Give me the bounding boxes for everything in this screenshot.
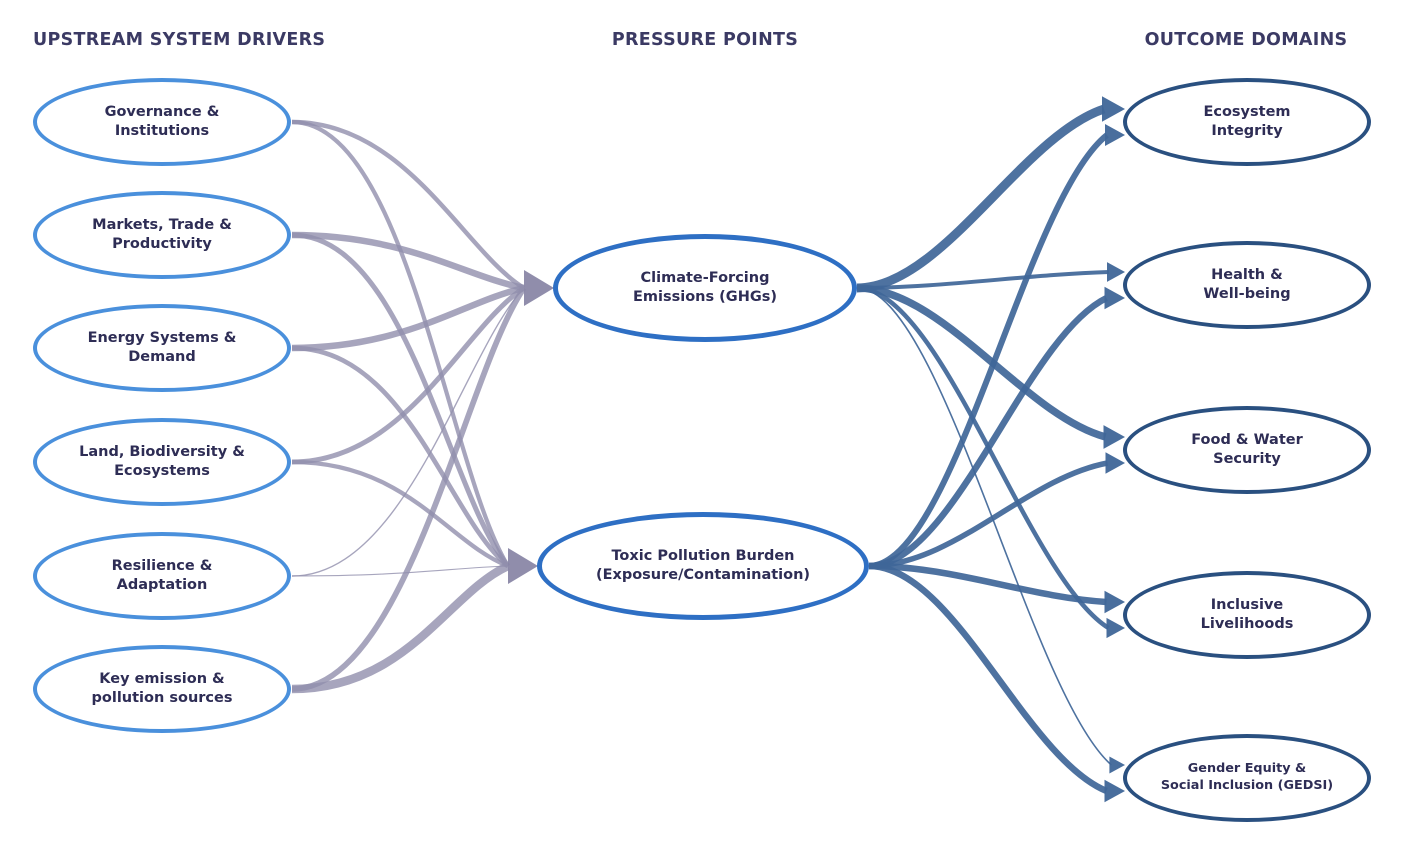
node-label: Toxic Pollution Burden (Exposure/Contami… <box>595 548 811 583</box>
node-inclusive-livelihoods: Inclusive Livelihoods <box>1123 571 1371 659</box>
node-label: Climate-Forcing Emissions (GHGs) <box>632 270 777 305</box>
node-governance-institutions: Governance & Institutions <box>33 78 291 166</box>
node-label: Markets, Trade & Productivity <box>92 217 232 252</box>
node-food-water-security: Food & Water Security <box>1123 406 1371 494</box>
column-title-drivers: UPSTREAM SYSTEM DRIVERS <box>33 30 326 50</box>
node-energy-systems-demand: Energy Systems & Demand <box>33 304 291 392</box>
node-ecosystem-integrity: Ecosystem Integrity <box>1123 78 1371 166</box>
node-label: Energy Systems & Demand <box>87 330 237 365</box>
node-key-emission-pollution-sources: Key emission & pollution sources <box>33 645 291 733</box>
node-label: Resilience & Adaptation <box>111 558 213 593</box>
node-climate-forcing-emissions: Climate-Forcing Emissions (GHGs) <box>553 234 857 342</box>
node-label: Governance & Institutions <box>104 104 220 139</box>
node-land-biodiversity-ecosystems: Land, Biodiversity & Ecosystems <box>33 418 291 506</box>
node-health-well-being: Health & Well-being <box>1123 241 1371 329</box>
column-title-pressures: PRESSURE POINTS <box>611 30 799 50</box>
column-title-outcomes: OUTCOME DOMAINS <box>1144 30 1348 50</box>
node-label: Land, Biodiversity & Ecosystems <box>79 444 245 479</box>
node-gender-equity-social-inclusion: Gender Equity & Social Inclusion (GEDSI) <box>1123 734 1371 822</box>
node-label: Gender Equity & Social Inclusion (GEDSI) <box>1160 761 1334 793</box>
node-label: Inclusive Livelihoods <box>1200 597 1294 632</box>
node-resilience-adaptation: Resilience & Adaptation <box>33 532 291 620</box>
node-label: Key emission & pollution sources <box>91 671 233 706</box>
node-label: Ecosystem Integrity <box>1203 104 1291 139</box>
node-markets-trade-productivity: Markets, Trade & Productivity <box>33 191 291 279</box>
node-toxic-pollution-burden: Toxic Pollution Burden (Exposure/Contami… <box>537 512 869 620</box>
node-label: Food & Water Security <box>1191 432 1303 467</box>
node-label: Health & Well-being <box>1203 267 1291 302</box>
